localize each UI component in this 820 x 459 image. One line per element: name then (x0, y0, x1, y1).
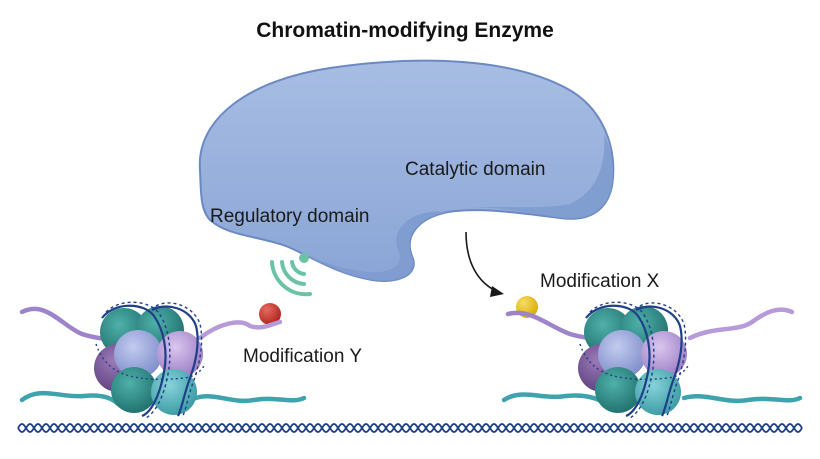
signal-waves-icon (270, 253, 312, 297)
dna-strand (17, 423, 803, 433)
catalytic-domain-label: Catalytic domain (405, 159, 545, 180)
dna-helix-strand (17, 423, 803, 433)
nucleosome-right (576, 301, 690, 420)
modification-x-label: Modification X (540, 271, 660, 292)
figure-title: Chromatin-modifying Enzyme (256, 19, 554, 42)
modification-y-label: Modification Y (243, 346, 362, 367)
modification-y-marker (259, 303, 281, 325)
enzyme-body (198, 59, 615, 282)
regulatory-domain-label: Regulatory domain (210, 206, 369, 227)
curved-arrow-icon (465, 231, 504, 297)
histone-tails-left (19, 306, 307, 407)
